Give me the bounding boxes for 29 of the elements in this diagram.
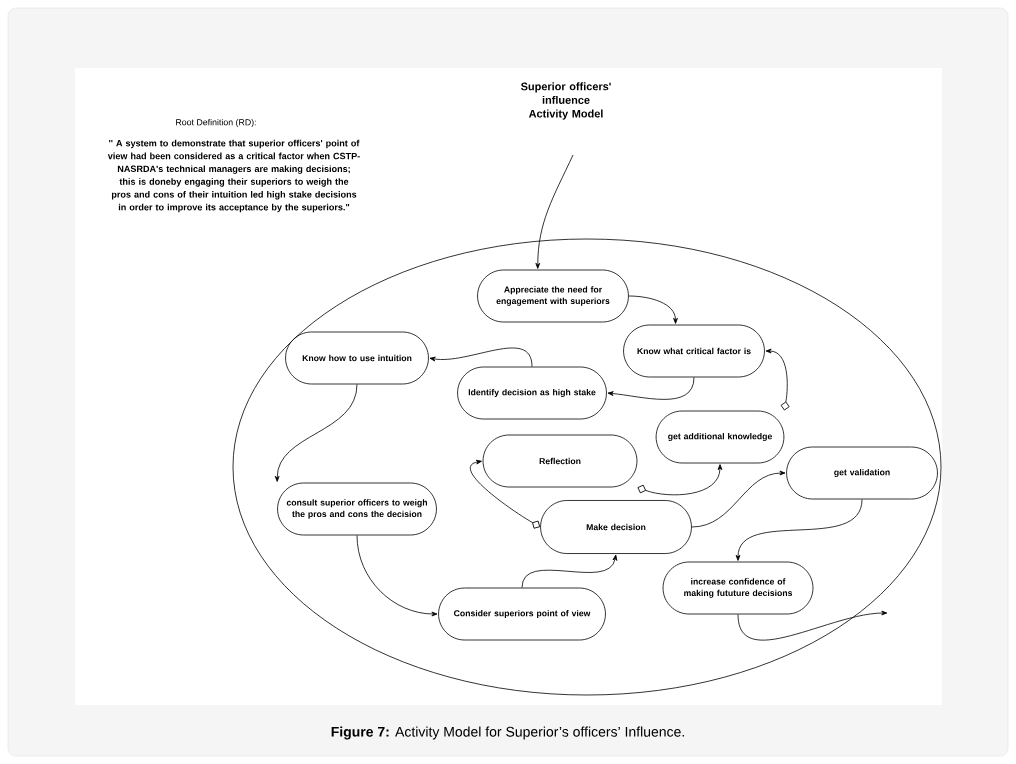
caption: Figure 7: Activity Model for Superior’s officers’ Influence.	[331, 726, 684, 740]
activity-box: Consider superiors point of view	[438, 587, 606, 641]
arrow	[737, 610, 888, 641]
activity-box: Appreciate the need for engagement with superiors	[477, 269, 629, 323]
activity-box: consult superior officers to weigh the pros and cons the decision	[277, 482, 437, 536]
arrow	[607, 377, 695, 400]
activity-box: Know how to use intuition	[285, 331, 429, 385]
arrow	[356, 535, 438, 617]
title: Superior officers' influence Activity Model	[521, 82, 611, 120]
arrow	[521, 554, 618, 588]
arrow	[429, 347, 533, 367]
system-boundary	[232, 238, 942, 696]
arrow	[535, 154, 574, 269]
arrow	[637, 464, 723, 496]
activity-box: get validation	[786, 446, 938, 500]
arrow	[469, 459, 541, 529]
activity-box: Identify decision as high stake	[457, 366, 607, 420]
activity-box: Know what critical factor is	[623, 324, 765, 378]
activity-box: get additional knowledge	[655, 410, 785, 464]
arrow	[628, 295, 678, 324]
arrow	[691, 470, 786, 528]
root-definition: '' A system to demonstrate that superior officers' point of view had been considered as a critical factor when CSTP-NASRDA's technical managers are making decisions; this is doneby engaging their superiors to weigh the pros and cons of their intuition led high stake decisions in order to improve its acceptance by the superiors."	[107, 139, 360, 213]
arrow	[274, 384, 358, 482]
arrow	[735, 499, 863, 561]
arrow	[765, 348, 790, 411]
activity-box: Reflection	[482, 434, 638, 488]
activity-box: increase confidence of making fututure decisions	[662, 561, 814, 615]
activity-box: Make decision	[540, 500, 692, 554]
heading: Root Definition (RD):	[176, 118, 256, 128]
